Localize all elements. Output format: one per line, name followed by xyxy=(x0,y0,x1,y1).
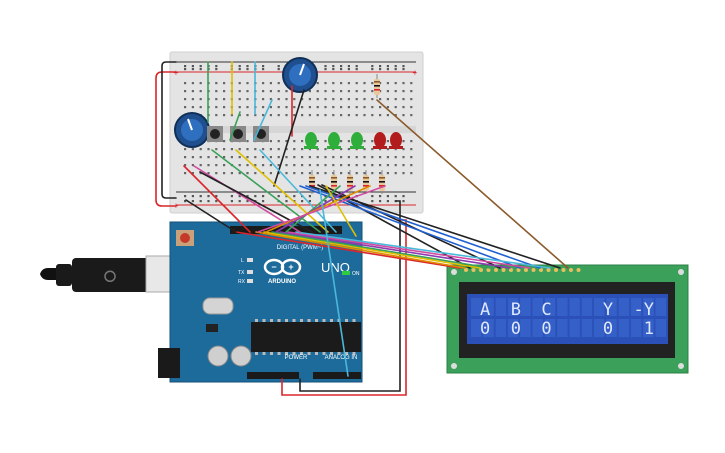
analog-label: ANALOG IN xyxy=(325,355,358,361)
usb-icon: ⭘ xyxy=(104,267,117,286)
svg-text:+: + xyxy=(173,69,179,77)
potentiometer xyxy=(174,112,210,148)
tx-led-label: TX xyxy=(238,270,245,276)
svg-text:−: − xyxy=(271,262,276,272)
reset-button xyxy=(180,233,190,243)
lcd-row-1: A B C Y -Y xyxy=(480,300,654,320)
power-label: POWER xyxy=(285,355,308,361)
usb-cable: ⭘ xyxy=(40,255,171,293)
led-green xyxy=(304,132,318,149)
led-red xyxy=(373,132,387,149)
led-green xyxy=(350,132,364,149)
arduino-uno-board: ⭘ DIGITAL (PWM~) − + UNO ARDUINO L TX RX… xyxy=(40,221,363,383)
on-led xyxy=(342,271,350,275)
on-led-label: ON xyxy=(352,271,360,277)
power-header xyxy=(247,372,299,379)
digital-header xyxy=(230,226,342,234)
led-green xyxy=(327,132,341,149)
push-button xyxy=(207,126,223,142)
rx-led-label: RX xyxy=(238,279,246,285)
svg-text:+: + xyxy=(288,262,293,272)
push-button xyxy=(253,126,269,142)
resistor xyxy=(374,74,380,98)
wires xyxy=(155,61,569,396)
led-red xyxy=(389,132,403,149)
resistor xyxy=(331,170,337,194)
svg-text:+: + xyxy=(412,69,418,77)
analog-header xyxy=(313,372,361,379)
l-led-label: L xyxy=(241,258,244,264)
lcd-row-2: 0 0 0 0 1 xyxy=(480,319,654,339)
potentiometer xyxy=(282,57,318,93)
lcd-16x2-module: A B C Y -Y 0 0 0 0 1 xyxy=(446,264,689,374)
brand-label: ARDUINO xyxy=(268,279,296,285)
digital-label: DIGITAL (PWM~) xyxy=(277,245,324,251)
arduino-logo: − + xyxy=(263,258,302,276)
resistor xyxy=(347,170,353,194)
